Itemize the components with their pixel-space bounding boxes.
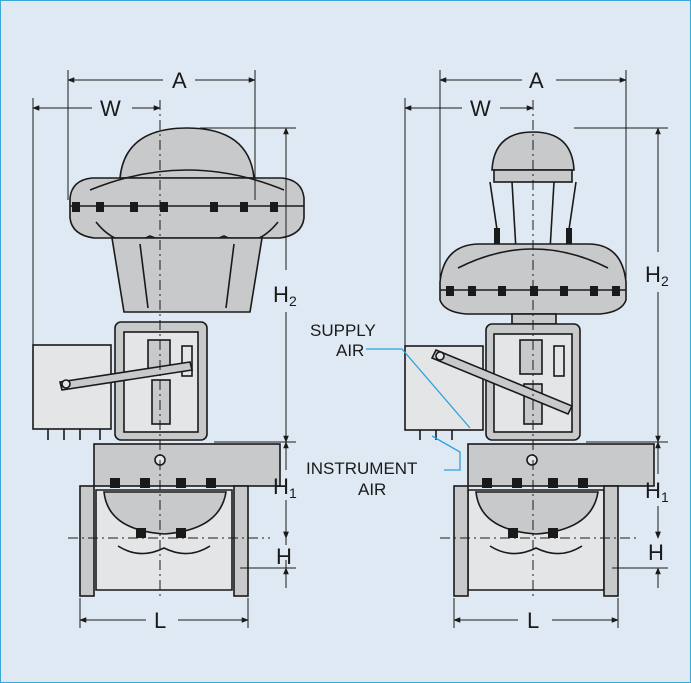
right-dim-w-label: W [470, 96, 491, 121]
right-dim-h1-label: H [645, 478, 661, 503]
left-valve-drawing [32, 127, 305, 597]
right-dim-h2-sub: 2 [661, 273, 669, 289]
left-dim-h1-sub: 1 [289, 485, 297, 501]
right-dim-h2-label: H [645, 262, 661, 287]
left-dim-h2-sub: 2 [289, 293, 297, 309]
instrument-air-label-line1: INSTRUMENT [306, 459, 417, 478]
left-dim-l-label: L [154, 608, 166, 633]
right-dim-h-label: H [648, 540, 664, 565]
left-dim-h1-label: H [273, 474, 289, 499]
callout-leaders [366, 348, 471, 471]
supply-air-label-line2: AIR [336, 341, 364, 360]
left-dim-h-label: H [276, 544, 292, 569]
supply-air-label-line1: SUPPLY [310, 321, 376, 340]
right-valve-drawing [404, 131, 655, 597]
left-dim-w-label: W [100, 96, 121, 121]
left-dimensions [32, 70, 296, 628]
instrument-air-label-line2: AIR [358, 480, 386, 499]
right-dimensions [404, 70, 668, 628]
right-dim-h1-sub: 1 [661, 489, 669, 505]
right-dim-a-label: A [529, 68, 544, 93]
left-dim-h2-label: H [273, 282, 289, 307]
left-dim-a-label: A [172, 68, 187, 93]
right-dim-l-label: L [527, 608, 539, 633]
